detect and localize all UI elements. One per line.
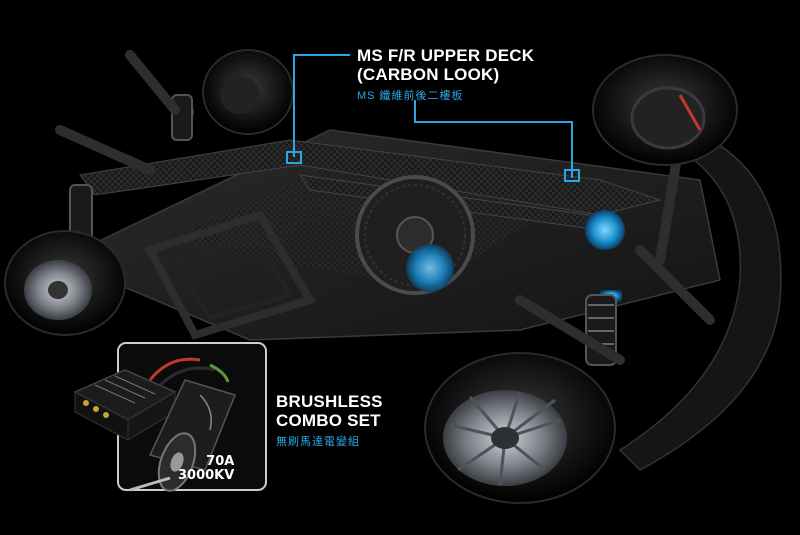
motor-kv-rating: 3000KV [178,468,235,483]
upper-deck-chinese-label: MS 纖維前後二樓板 [357,90,464,102]
combo-title: BRUSHLESS [276,392,383,411]
rear-right-wheel [202,49,294,135]
front-left-wheel [424,352,616,504]
upper-deck-subtitle: (CARBON LOOK) [357,65,500,84]
upper-deck-title: MS F/R UPPER DECK [357,46,535,65]
combo-chinese-label: 無刷馬達電變組 [276,436,360,448]
motor-amp-rating: 70A [206,454,235,469]
spur-gear [355,175,475,295]
speed-controller [73,369,177,441]
front-spoiler [618,129,782,471]
wires [148,357,230,387]
motor-spec-label: 70A 3000KV [178,455,234,483]
combo-subtitle: COMBO SET [276,411,381,430]
rear-left-wheel [4,230,126,336]
front-right-wheel [592,54,738,166]
upper-deck-callout: MS F/R UPPER DECK (CARBON LOOK) MS 纖維前後二… [357,46,534,103]
deck-callout-leaders [286,54,580,182]
brushless-motor [129,379,237,492]
combo-callout: BRUSHLESS COMBO SET 無刷馬達電變組 [276,392,383,449]
battery-holder [144,210,317,340]
